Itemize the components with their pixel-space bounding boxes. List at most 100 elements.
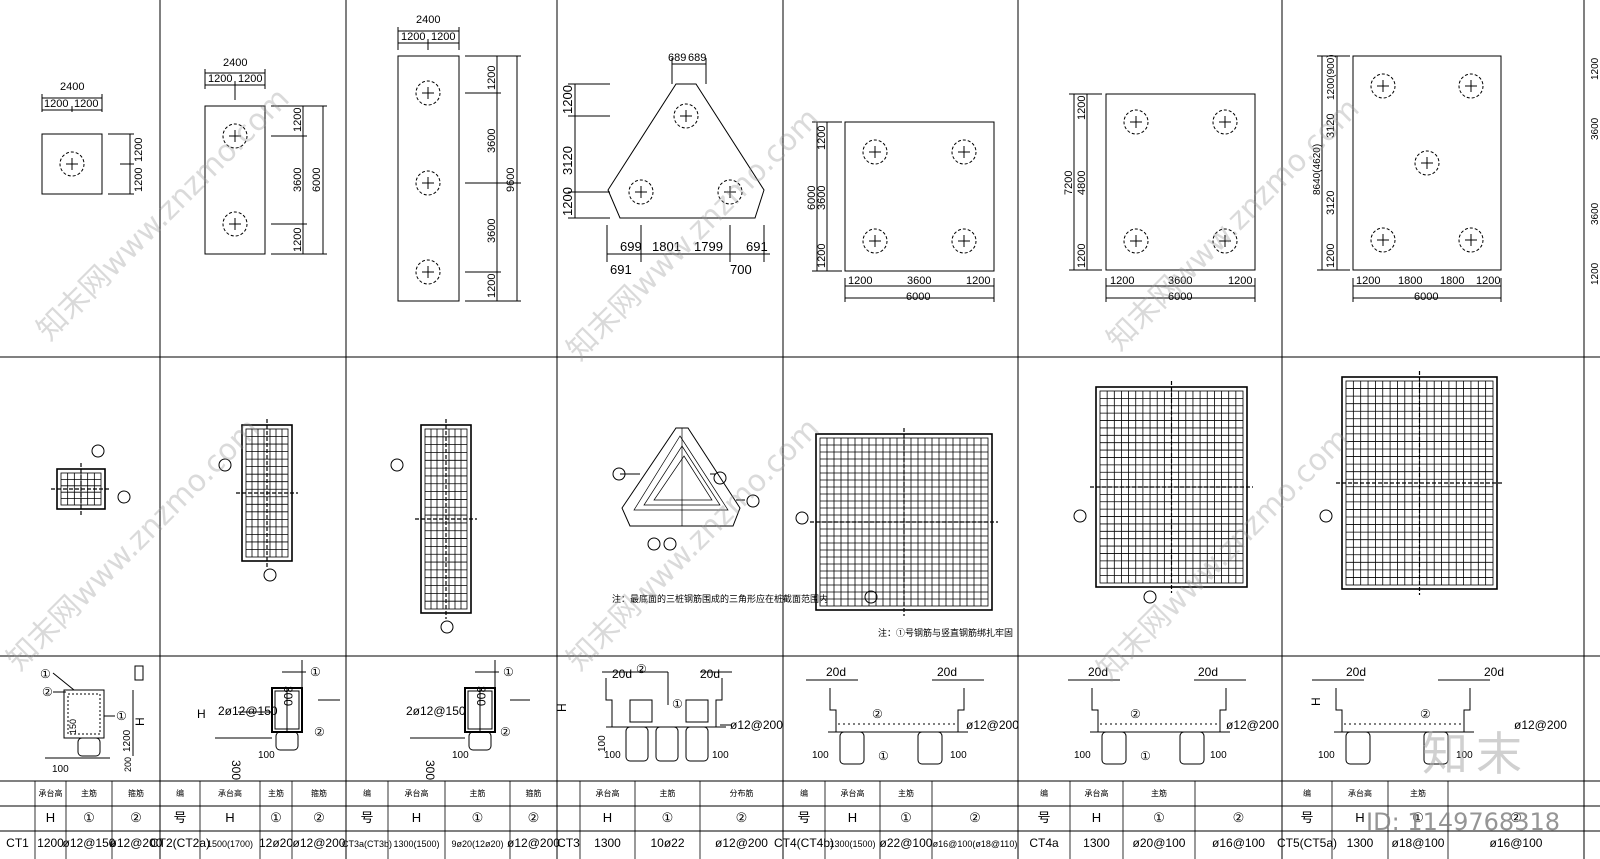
svg-text:3120: 3120 (560, 146, 575, 175)
svg-text:7200: 7200 (1063, 171, 1075, 195)
callout-circle (390, 458, 404, 472)
watermark-id: ID: 1149768318 (1366, 808, 1560, 836)
svg-text:1200: 1200 (1110, 275, 1134, 287)
table-cell: H (848, 810, 857, 825)
table-cell: H (603, 810, 612, 825)
callout-circle (864, 590, 878, 604)
svg-text:1200: 1200 (1076, 244, 1088, 268)
svg-text:ø12@200: ø12@200 (1514, 718, 1567, 732)
callout-circle (746, 494, 760, 508)
callout-circle (218, 458, 232, 472)
svg-text:②: ② (1420, 707, 1431, 721)
table-cell: ø16@100 (1212, 836, 1265, 850)
svg-text:2400: 2400 (416, 14, 440, 26)
table-cell: 编 (176, 788, 184, 798)
ct3-section (605, 678, 723, 728)
table-cell: 1500(1700) (207, 839, 253, 849)
table-cell: CT4(CT4b) (774, 836, 834, 850)
table-cell: H (225, 810, 234, 825)
table-cell: 9ø20(12ø20) (451, 839, 503, 849)
svg-text:①: ① (672, 697, 683, 711)
svg-text:1200: 1200 (401, 31, 425, 43)
table-cell: ø12@150 (63, 836, 116, 850)
table-cell: ① (270, 810, 282, 825)
svg-text:1200: 1200 (848, 275, 872, 287)
table-cell: 承台高 (841, 788, 865, 798)
table-cell: 号 (1037, 810, 1050, 825)
svg-text:691: 691 (610, 262, 632, 277)
svg-text:100: 100 (258, 750, 275, 761)
table-cell: ø16@100(ø18@110) (933, 839, 1018, 849)
table-cell: H (1092, 810, 1101, 825)
svg-text:H: H (133, 717, 147, 726)
svg-text:1800: 1800 (1398, 275, 1422, 287)
svg-text:6000: 6000 (806, 186, 818, 210)
svg-text:691: 691 (746, 239, 768, 254)
svg-text:3120: 3120 (1325, 114, 1337, 138)
svg-text:20d: 20d (1484, 665, 1504, 679)
svg-text:300: 300 (423, 760, 437, 780)
svg-text:ø12@200: ø12@200 (730, 718, 783, 732)
table-cell: 号 (173, 810, 186, 825)
svg-text:100: 100 (452, 750, 469, 761)
table-cell: 10ø22 (650, 836, 684, 850)
dim-text: 1200 (133, 138, 145, 162)
callout-circle (263, 568, 277, 582)
pile-circle (59, 151, 85, 177)
table-cell: 编 (800, 788, 808, 798)
table-cell: 主筋 (660, 788, 676, 798)
svg-text:1200: 1200 (238, 73, 262, 85)
svg-text:6000: 6000 (311, 168, 323, 192)
svg-text:6000: 6000 (906, 291, 930, 303)
svg-text:8640(4620): 8640(4620) (1312, 144, 1323, 195)
dim-text: 2400 (60, 81, 84, 93)
svg-text:689: 689 (688, 52, 706, 64)
table-cell: 承台高 (405, 788, 429, 798)
svg-text:20d: 20d (700, 667, 720, 681)
svg-text:1200: 1200 (486, 66, 498, 90)
ct4-section (829, 688, 965, 733)
svg-text:150: 150 (68, 719, 78, 734)
svg-text:20d: 20d (937, 665, 957, 679)
svg-text:300: 300 (281, 686, 295, 706)
svg-text:3600: 3600 (1168, 275, 1192, 287)
table-cell: ① (662, 810, 674, 825)
svg-text:②: ② (636, 662, 647, 676)
table-cell: 1200 (37, 836, 64, 850)
svg-text:4800: 4800 (1076, 171, 1088, 195)
svg-text:3600: 3600 (816, 186, 828, 210)
svg-text:1200: 1200 (1228, 275, 1252, 287)
svg-text:1200: 1200 (1590, 57, 1600, 80)
svg-text:1200: 1200 (1356, 275, 1380, 287)
callout-circle (647, 537, 661, 551)
dim-text: 1200 (44, 98, 68, 110)
svg-text:3120: 3120 (1325, 191, 1337, 215)
svg-text:300: 300 (474, 686, 488, 706)
svg-text:3600: 3600 (486, 219, 498, 243)
svg-text:100: 100 (812, 750, 829, 761)
svg-text:700: 700 (730, 262, 752, 277)
svg-text:①: ① (878, 749, 889, 763)
table-cell: 箍筋 (311, 788, 327, 798)
svg-text:20d: 20d (1346, 665, 1366, 679)
svg-text:1200: 1200 (1325, 244, 1337, 268)
table-cell: 承台高 (596, 788, 620, 798)
table-cell: 1300 (1083, 836, 1110, 850)
table-cell: 1300(1500) (829, 839, 875, 849)
svg-text:3600: 3600 (1590, 202, 1600, 225)
callout-circle (1319, 509, 1333, 523)
table-cell: ① (472, 810, 484, 825)
table-cell: 1300 (1347, 836, 1374, 850)
table-cell: 号 (797, 810, 810, 825)
table-cell: 编 (363, 788, 371, 798)
svg-text:20d: 20d (1088, 665, 1108, 679)
svg-text:1200: 1200 (1476, 275, 1500, 287)
table-cell: ø22@100 (880, 836, 933, 850)
svg-text:1799: 1799 (694, 239, 723, 254)
svg-text:100: 100 (604, 750, 621, 761)
table-cell: 12ø20 (259, 836, 293, 850)
table-cell: 主筋 (470, 788, 486, 798)
callout-circle (91, 444, 105, 458)
svg-text:1200: 1200 (292, 228, 304, 252)
callout-circle (663, 537, 677, 551)
